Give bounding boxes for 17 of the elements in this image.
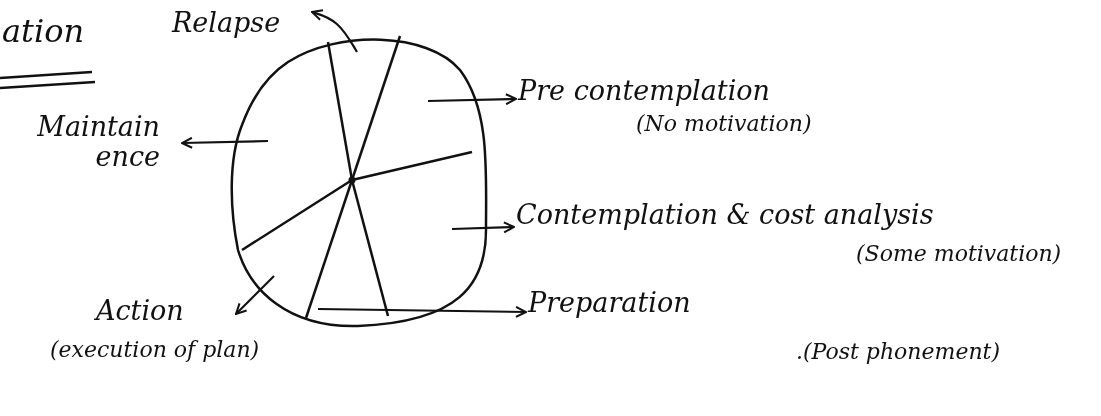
arrow [427,93,517,106]
arrow [311,9,358,53]
stage-label: Action [96,296,184,326]
stage-note: (No motivation) [636,112,812,137]
stage-note: (Some motivation) [856,242,1062,267]
stage-label: Pre contemplation [518,76,770,106]
stage-label: Contemplation & cost analysis [516,200,934,230]
title: ation [2,14,85,50]
stage-label: Relapse [172,8,281,38]
arrow [181,136,269,149]
stage-note: (execution of plan) [50,338,260,363]
stage-label: Maintain ence [36,112,160,172]
stage-label: Preparation [528,288,691,318]
stage-note: .(Post phonement) [796,340,1000,365]
arrow [451,221,515,234]
arrow [235,275,275,315]
arrow [318,305,527,318]
